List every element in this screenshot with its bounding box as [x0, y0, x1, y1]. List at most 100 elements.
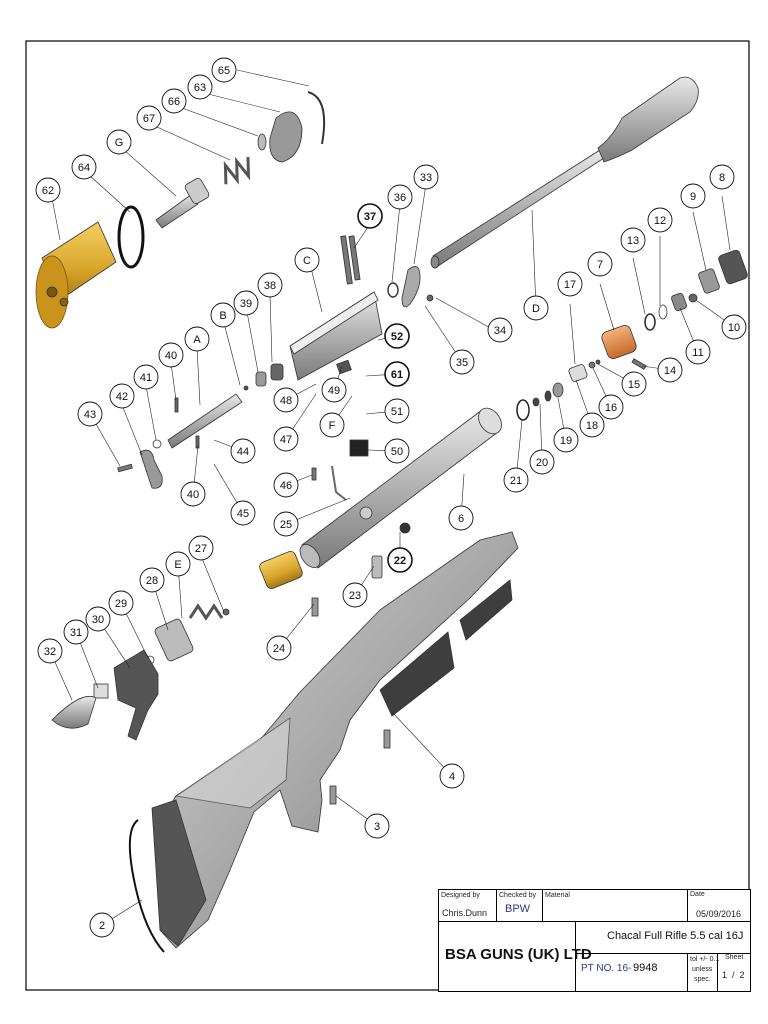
callout-circle — [448, 505, 474, 531]
callout-circle — [161, 88, 187, 114]
callout-42: 42 — [109, 383, 135, 409]
callout-circle — [273, 511, 299, 537]
callout-15: 15 — [621, 371, 647, 397]
callout-circle — [553, 427, 579, 453]
callout-40a: 40 — [158, 342, 184, 368]
callout-circle — [387, 184, 413, 210]
callout-circle — [37, 638, 63, 664]
callout-d: D — [523, 295, 549, 321]
callout-51: 51 — [384, 398, 410, 424]
callout-label: 8 — [719, 172, 725, 184]
callout-label: 62 — [42, 185, 54, 197]
callout-circle — [165, 551, 191, 577]
callout-7: 7 — [587, 251, 613, 277]
callout-circle — [721, 314, 747, 340]
callout-12: 12 — [647, 207, 673, 233]
callout-38: 38 — [257, 272, 283, 298]
callout-label: 61 — [391, 369, 403, 381]
part-number-label: PT NO. 16- — [581, 963, 632, 974]
callout-b: B — [210, 302, 236, 328]
callout-label: 44 — [237, 446, 249, 458]
callout-48: 48 — [273, 387, 299, 413]
callout-3: 3 — [364, 813, 390, 839]
callout-circle — [273, 472, 299, 498]
callout-65: 65 — [211, 57, 237, 83]
callout-8: 8 — [709, 164, 735, 190]
callout-circle — [211, 57, 237, 83]
callout-circle — [384, 398, 410, 424]
callout-label: 66 — [168, 96, 180, 108]
callout-13: 13 — [620, 227, 646, 253]
tolerance-line-3: spec. — [694, 976, 711, 983]
callout-25: 25 — [273, 511, 299, 537]
callout-label: 9 — [690, 191, 696, 203]
callout-circle — [709, 164, 735, 190]
callout-f: F — [319, 412, 345, 438]
callout-circle — [77, 401, 103, 427]
callout-circle — [680, 183, 706, 209]
spring-guide-part — [117, 91, 326, 269]
callout-52: 52 — [384, 323, 410, 349]
callout-23: 23 — [342, 582, 368, 608]
callout-50: 50 — [384, 438, 410, 464]
drawing-border — [25, 40, 750, 991]
callout-label: 64 — [78, 162, 90, 174]
callout-4: 4 — [439, 763, 465, 789]
sheet-label: Sheet — [725, 954, 744, 961]
callout-17: 17 — [557, 271, 583, 297]
callout-circle — [273, 426, 299, 452]
callout-circle — [620, 227, 646, 253]
brass-end-cap-part — [259, 551, 303, 589]
callout-label: 46 — [280, 480, 292, 492]
rifle-stock-part — [128, 531, 519, 953]
callout-label: 17 — [564, 279, 576, 291]
callout-label: 37 — [364, 211, 376, 223]
sheet-value: 1 / 2 — [722, 970, 745, 980]
callout-66: 66 — [161, 88, 187, 114]
callout-circle — [133, 364, 159, 390]
callout-label: 30 — [92, 614, 104, 626]
callout-circle — [579, 412, 605, 438]
callout-label: 21 — [510, 475, 522, 487]
callout-label: 42 — [116, 391, 128, 403]
callout-11: 11 — [685, 339, 711, 365]
title-block: Designed by Chris.Dunn Checked by BPW Ma… — [438, 889, 751, 992]
date-label: Date — [690, 891, 705, 898]
callout-circle — [273, 387, 299, 413]
callout-circle — [685, 339, 711, 365]
callout-21: 21 — [503, 467, 529, 493]
callout-circle — [184, 326, 210, 352]
callout-label: C — [303, 255, 311, 267]
callout-circle — [63, 619, 89, 645]
callout-label: 41 — [140, 372, 152, 384]
callout-circle — [109, 383, 135, 409]
material-label: Material — [545, 892, 570, 899]
callout-label: 11 — [692, 347, 703, 359]
callout-circle — [158, 342, 184, 368]
callout-22: 22 — [387, 547, 413, 573]
callout-label: 49 — [328, 385, 340, 397]
checked-by-value: BPW — [505, 903, 531, 915]
callout-circle — [529, 449, 555, 475]
barrel-part — [430, 76, 699, 269]
callout-label: 13 — [627, 235, 639, 247]
callout-label: 20 — [536, 457, 548, 469]
callout-label: 6 — [458, 513, 464, 525]
callout-43: 43 — [77, 401, 103, 427]
callout-49: 49 — [321, 377, 347, 403]
designed-by-label: Designed by — [441, 892, 480, 899]
callout-circle — [71, 154, 97, 180]
callout-label: 23 — [349, 590, 361, 602]
tolerance-line-2: unless — [692, 966, 713, 973]
callout-label: 2 — [99, 920, 105, 932]
callout-label: 67 — [143, 113, 155, 125]
callout-label: 15 — [628, 379, 640, 391]
callout-16: 16 — [598, 394, 624, 420]
callout-circle — [294, 247, 320, 273]
callout-label: 51 — [391, 406, 403, 418]
callout-46: 46 — [273, 472, 299, 498]
callout-label: 29 — [115, 598, 127, 610]
callout-label: 40 — [165, 350, 177, 362]
callout-circle — [384, 361, 410, 387]
